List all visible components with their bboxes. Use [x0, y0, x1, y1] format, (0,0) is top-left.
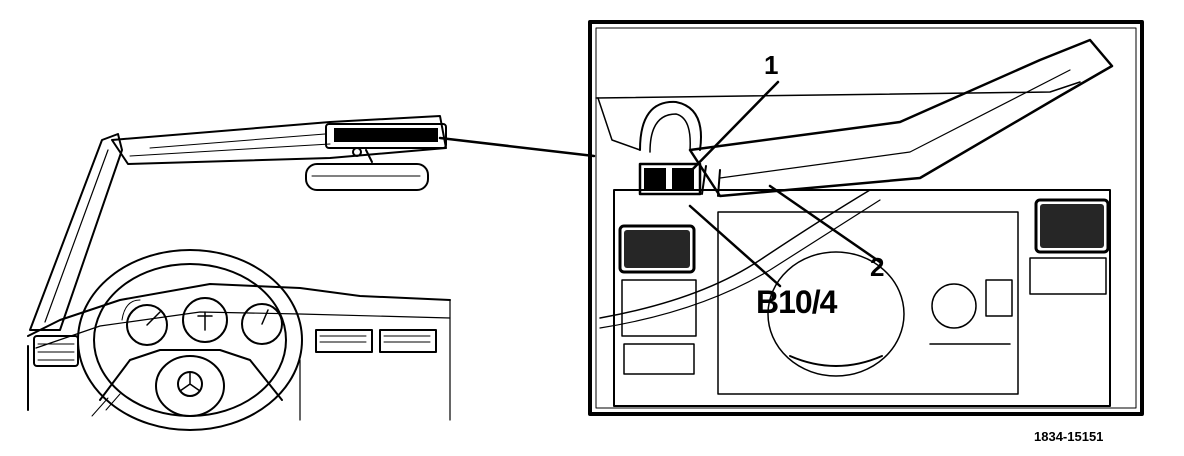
header-rail-tube [688, 38, 1114, 198]
vehicle-interior-overview [27, 115, 451, 431]
left-sensor-module [618, 224, 696, 274]
dashboard-top [27, 283, 451, 337]
instrument-cluster [121, 297, 283, 346]
figure-id: 1834-15151 [1034, 429, 1104, 444]
sensor-housing-panel [613, 189, 1111, 407]
steering-wheel [77, 249, 303, 431]
header-sensor-housing [325, 123, 447, 149]
label-b10-leader [688, 204, 782, 288]
callout-label-2: 2 [870, 252, 885, 282]
callout-label-b10-4: B10/4 [756, 284, 837, 320]
right-sensor-module [1034, 198, 1110, 254]
rear-view-mirror [305, 163, 429, 191]
center-console [91, 299, 451, 421]
b10-4-sensor-lens [767, 251, 905, 377]
label-2-leader [768, 184, 882, 264]
speedometer-gauge [126, 304, 168, 346]
detail-inset-content [595, 38, 1114, 407]
leader-line [438, 136, 596, 158]
clock-gauge [241, 303, 283, 345]
callout-label-1: 1 [764, 50, 779, 80]
tachometer-gauge [182, 297, 228, 343]
detail-inset-frame [588, 20, 1144, 416]
connector-clip [638, 162, 702, 196]
a-pillar [29, 133, 123, 331]
label-1-leader [684, 80, 780, 178]
